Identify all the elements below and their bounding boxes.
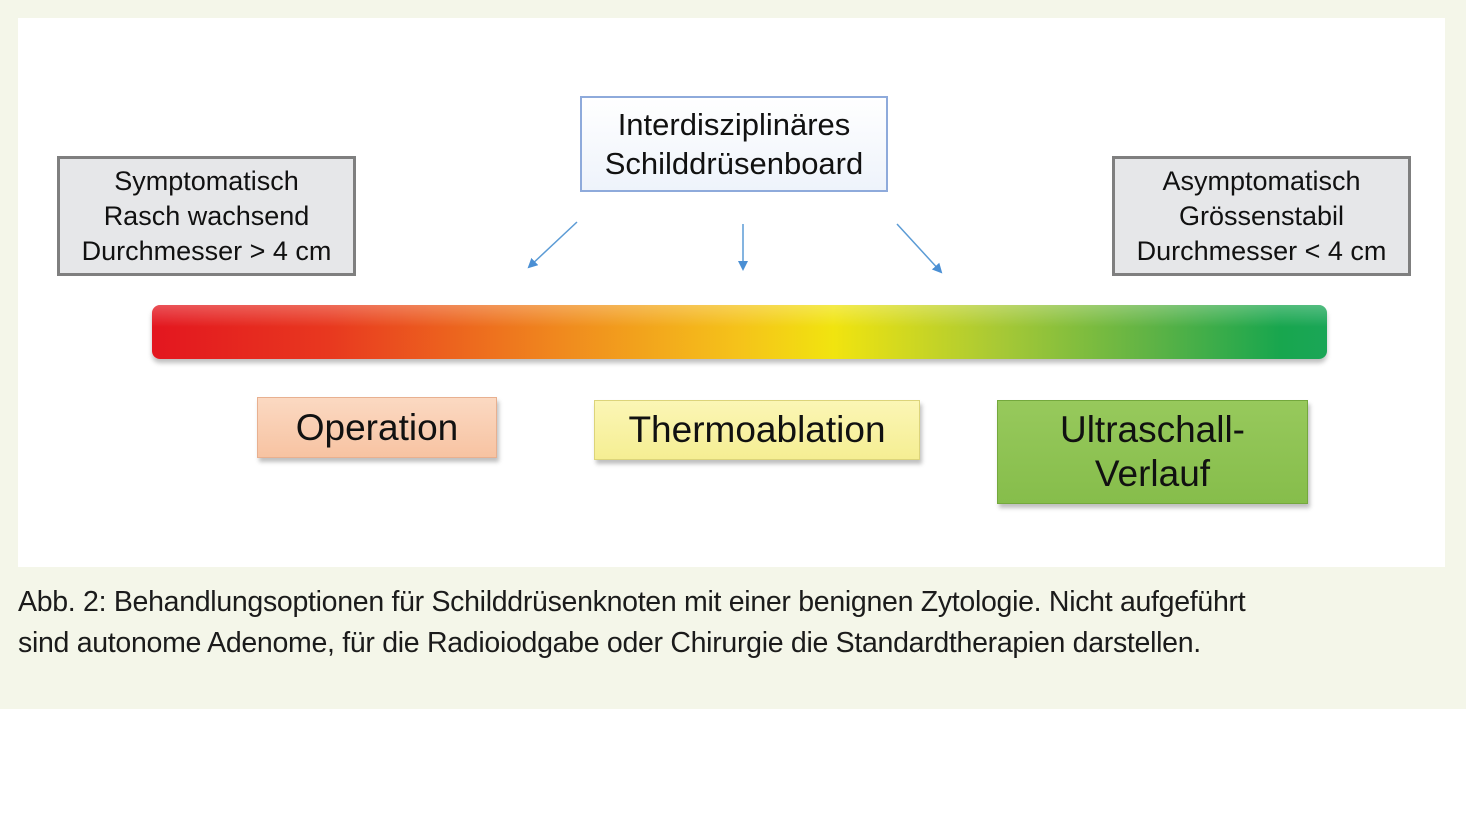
arrow-left — [527, 221, 578, 269]
option-label: Ultraschall- — [1059, 409, 1246, 450]
treatment-gradient-bar — [152, 305, 1327, 359]
arrow-right — [896, 223, 943, 274]
operation-option: Operation — [257, 397, 497, 458]
thermoablation-option: Thermoablation — [594, 400, 920, 460]
box-line: Grössenstabil — [1178, 200, 1345, 231]
figure-caption: Abb. 2: Behandlungsoptionen für Schilddr… — [18, 582, 1438, 664]
box-line: Rasch wachsend — [103, 200, 310, 231]
caption-line: Abb. 2: Behandlungsoptionen für Schilddr… — [18, 586, 1246, 618]
box-line: Interdisziplinäres — [617, 107, 851, 142]
asymptomatic-criteria-box: Asymptomatisch Grössenstabil Durchmesser… — [1112, 156, 1411, 276]
box-line: Symptomatisch — [114, 165, 299, 196]
box-line: Schilddrüsenboard — [604, 146, 864, 181]
thyroid-board-box: Interdisziplinäres Schilddrüsenboard — [580, 96, 888, 192]
ultrasound-followup-option: Ultraschall- Verlauf — [997, 400, 1308, 504]
box-line: Durchmesser < 4 cm — [1136, 235, 1387, 266]
box-line: Asymptomatisch — [1162, 165, 1361, 196]
symptomatic-criteria-box: Symptomatisch Rasch wachsend Durchmesser… — [57, 156, 356, 276]
option-label: Verlauf — [1094, 453, 1211, 494]
option-label: Thermoablation — [628, 409, 886, 450]
caption-line: sind autonome Adenome, für die Radioiodg… — [18, 627, 1201, 659]
option-label: Operation — [295, 406, 459, 448]
box-line: Durchmesser > 4 cm — [81, 235, 332, 266]
